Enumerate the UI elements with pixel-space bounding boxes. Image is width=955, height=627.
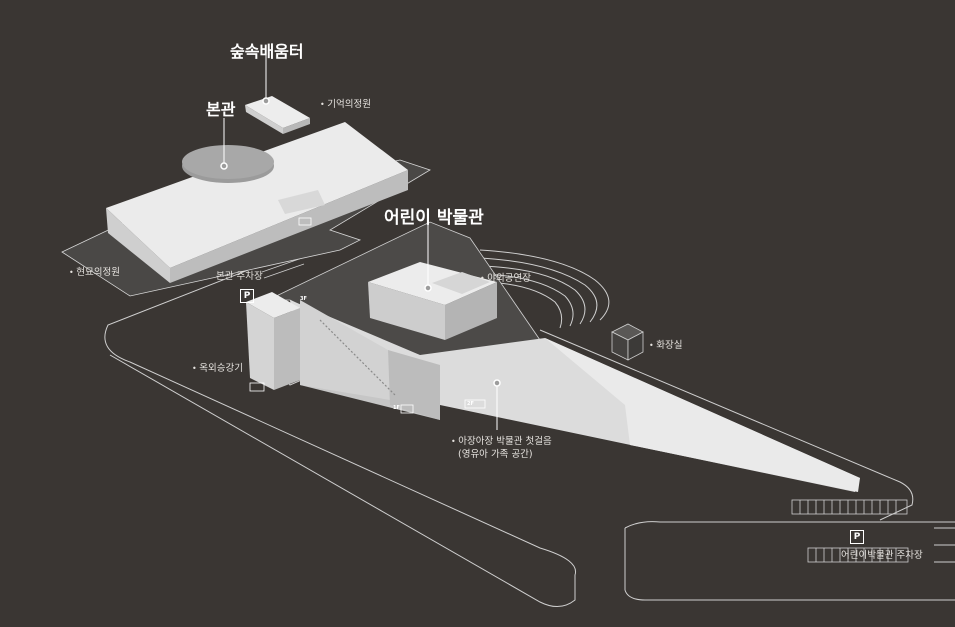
amphitheatre-arc-3 — [479, 265, 586, 325]
road-loop-left — [104, 237, 577, 607]
amphitheatre-arc-1 — [479, 249, 610, 321]
label-baby-space-line2: (영유아 가족 공간) — [458, 449, 533, 460]
amphitheatre-arc-2 — [479, 257, 598, 323]
label-forest-learning: 숲속배움터 — [230, 42, 304, 61]
road-south — [624, 528, 955, 601]
label-kids-parking: 어린이박물관 주차장 — [841, 550, 923, 561]
label-outdoor-elevator: 옥외승강기 — [192, 360, 243, 374]
floor-tag-3f: 3F — [300, 296, 307, 302]
kids-parking-icon: P — [850, 530, 864, 544]
stairs — [319, 319, 396, 396]
leader-lines — [223, 55, 498, 430]
badge-kids-restroom — [464, 399, 486, 409]
leader-dots — [220, 97, 501, 387]
label-baby-space-line1: 아장아장 박물관 첫걸음 — [451, 433, 551, 447]
main-parking-icon: P — [240, 289, 254, 303]
road-outlines — [104, 237, 955, 607]
label-memory-garden: 기억의정원 — [320, 96, 371, 110]
main-hall-entrance — [278, 190, 325, 214]
road-east — [539, 329, 914, 521]
parking-row-top — [791, 499, 908, 515]
label-main-parking: 본관 주차장 — [216, 271, 263, 282]
parking-slots-top — [799, 500, 897, 514]
amphitheatre-arc-5 — [484, 281, 563, 329]
badge-main-hall-entrance — [298, 217, 312, 226]
label-restroom: 화장실 — [649, 337, 682, 351]
label-main-hall: 본관 — [206, 100, 236, 119]
parking-row-bottom — [807, 547, 909, 563]
floor-tag-1f: 1F — [393, 405, 400, 411]
road-stubs — [934, 527, 955, 563]
label-hyunmyo-garden: 현묘의정원 — [69, 264, 120, 278]
badge-elevator-restroom — [249, 382, 265, 392]
facility-badges — [249, 217, 486, 414]
kids-museum-building — [290, 300, 860, 492]
forest-learning-building — [245, 96, 310, 134]
restroom-building — [611, 323, 644, 361]
main-hall-building — [106, 122, 408, 283]
label-childrens-museum: 어린이 박물관 — [384, 208, 484, 228]
road-south-top — [624, 521, 955, 529]
kids-museum-top-block — [368, 262, 497, 340]
label-outdoor-stage: 야외공연장 — [480, 270, 531, 284]
parking-slots-bottom — [815, 548, 897, 562]
badge-1f — [400, 404, 414, 414]
outdoor-elevator-tower — [246, 292, 300, 390]
floor-tag-2f: 2F — [467, 401, 474, 407]
